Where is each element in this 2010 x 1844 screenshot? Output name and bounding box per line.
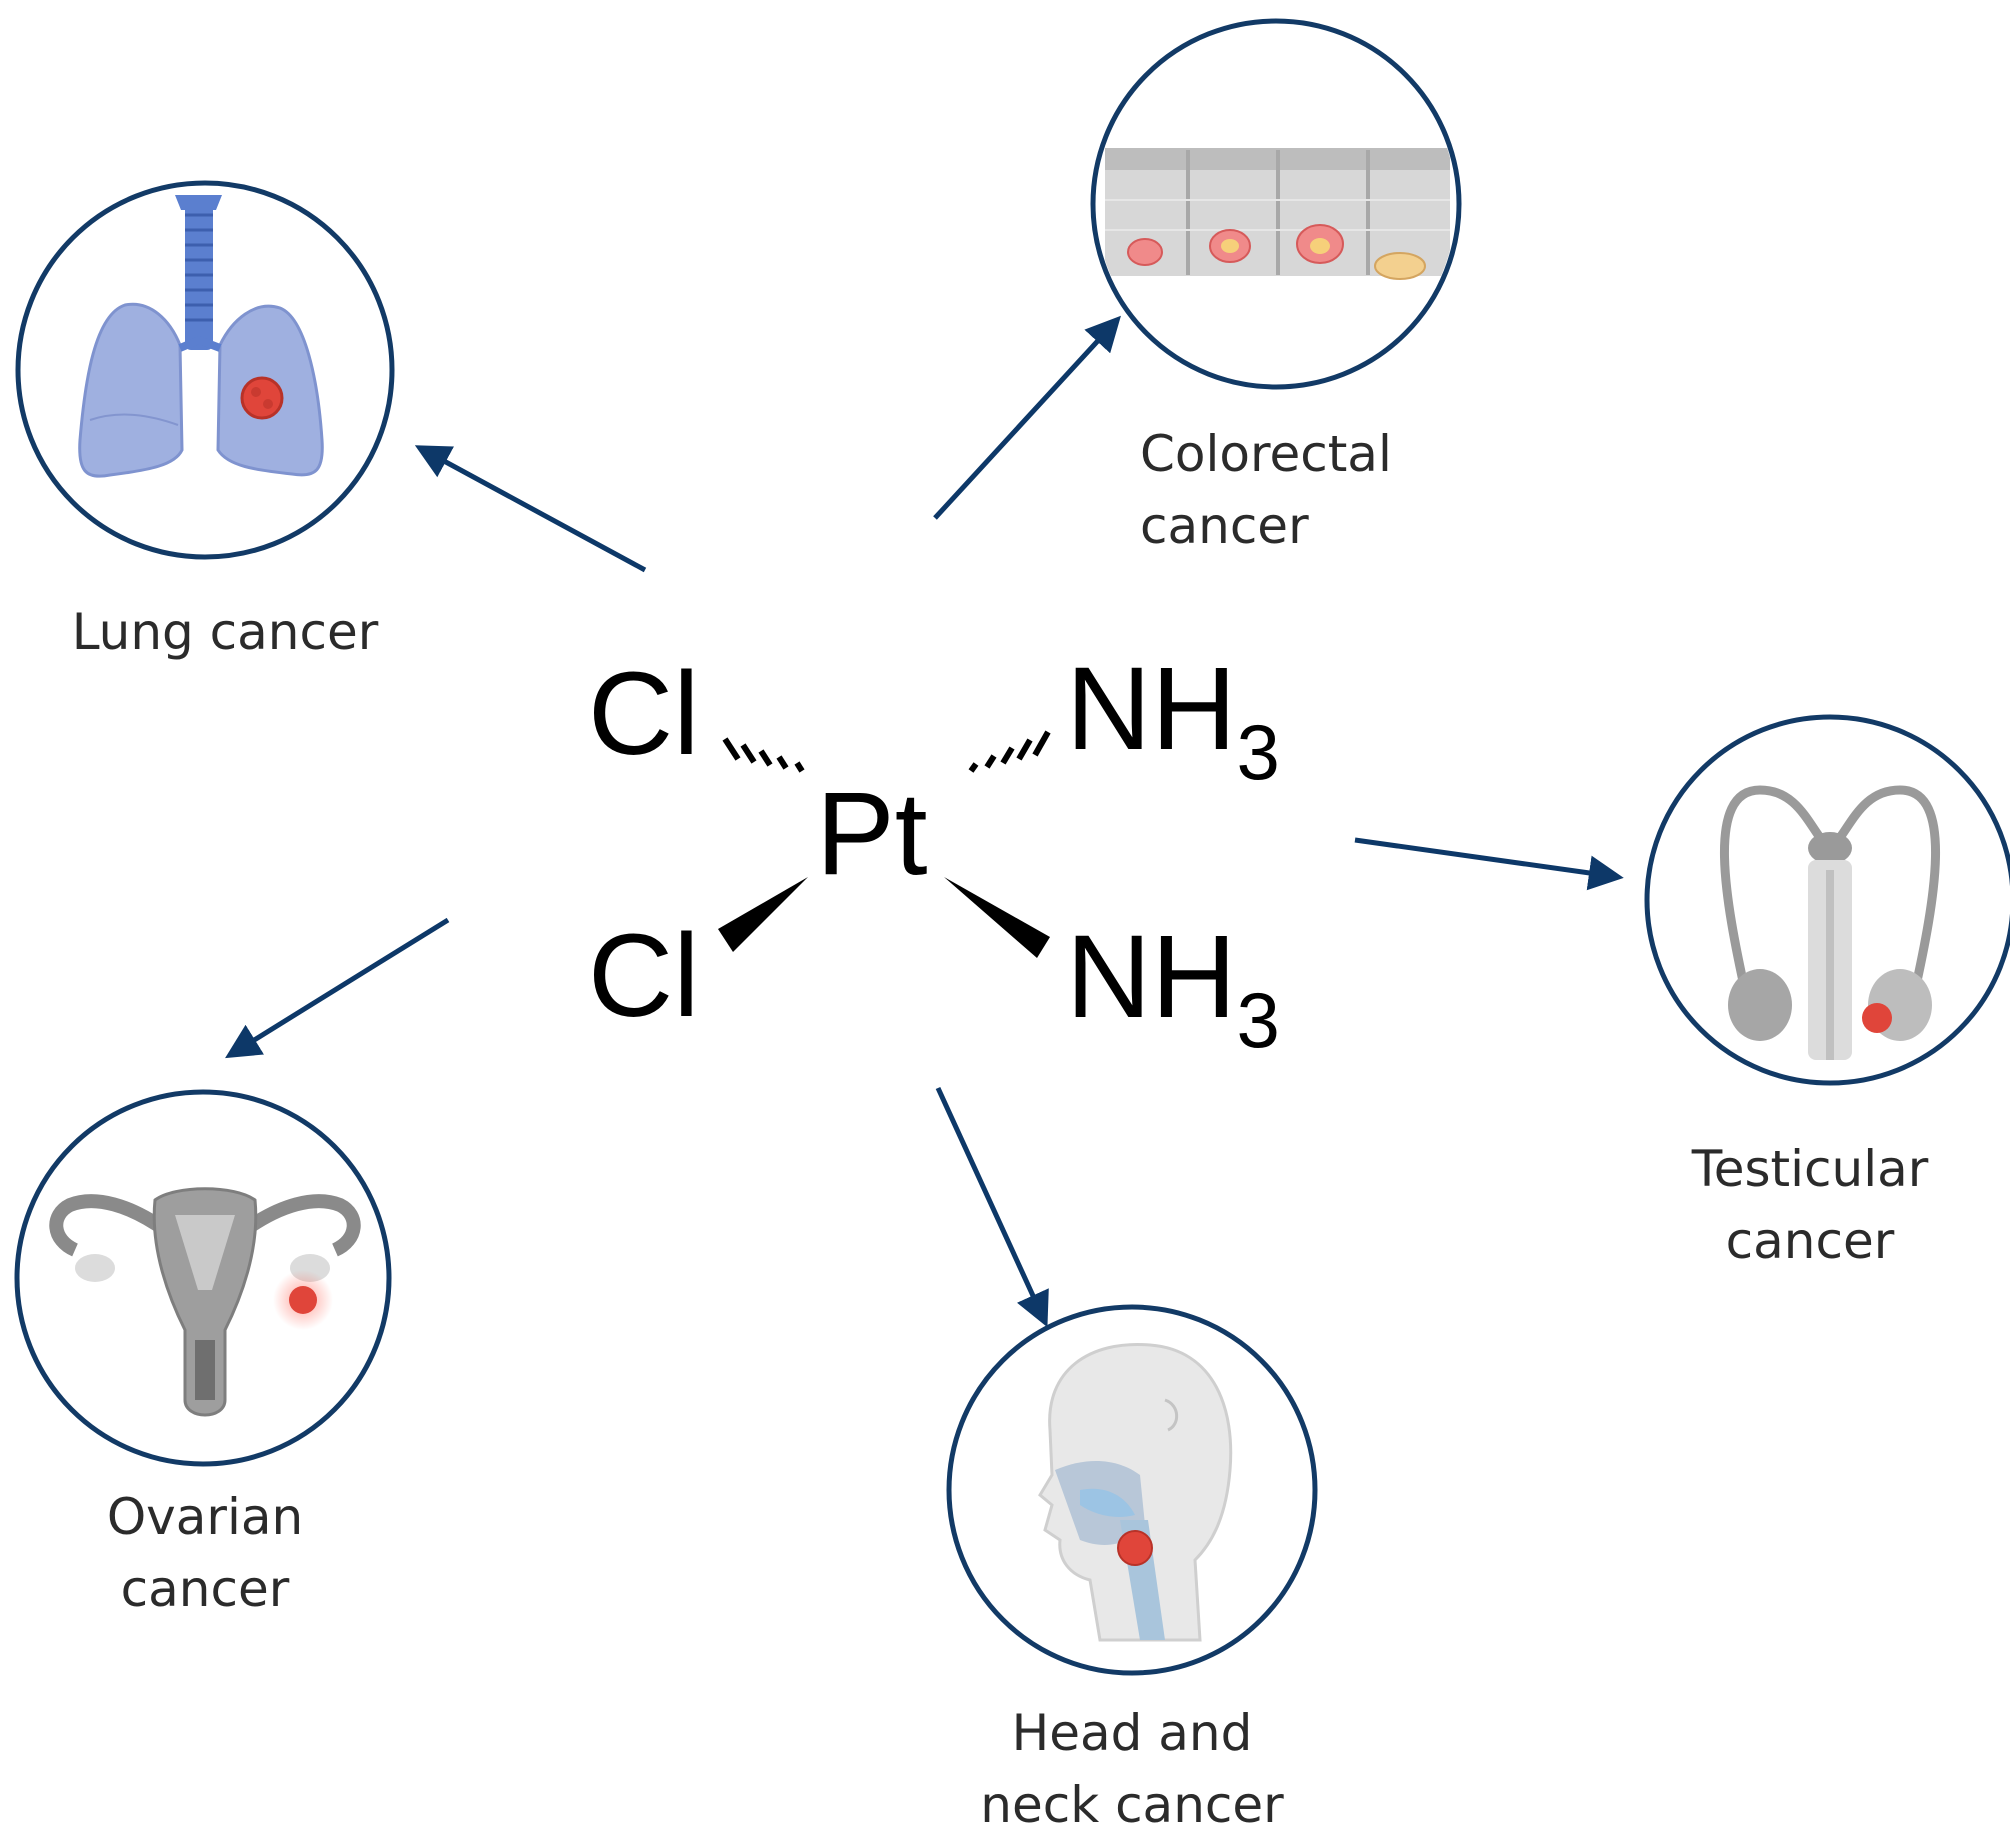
uterus-illustration <box>14 1089 392 1467</box>
arrow-to-ovarian <box>225 917 450 1059</box>
label-colorectal-cancer: Colorectal cancer <box>1140 418 1392 562</box>
ligand-nh3-bottom-sub: 3 <box>1236 976 1280 1064</box>
label-head-neck-line1: Head and <box>1011 1704 1253 1762</box>
label-colorectal-line2: cancer <box>1140 497 1309 555</box>
lung-illustration <box>15 180 395 560</box>
arrow-to-colorectal <box>933 315 1121 520</box>
label-colorectal-line1: Colorectal <box>1140 425 1392 483</box>
label-testicular-cancer: Testicular cancer <box>1610 1133 2010 1277</box>
ligand-nh3-top: NH3 <box>1066 650 1280 791</box>
label-head-neck-cancer: Head and neck cancer <box>932 1697 1332 1841</box>
colon-illustration <box>1090 18 1462 390</box>
label-testicular-line1: Testicular <box>1691 1140 1929 1198</box>
ligand-nh3-bottom: NH3 <box>1066 918 1280 1059</box>
label-lung-cancer: Lung cancer <box>25 596 425 668</box>
arrow-to-testicular <box>1354 837 1624 891</box>
label-head-neck-line2: neck cancer <box>980 1776 1284 1834</box>
ligand-nh3-top-sub: 3 <box>1236 708 1280 796</box>
ligand-nh3-top-main: NH <box>1066 643 1237 775</box>
head-neck-illustration <box>946 1304 1318 1676</box>
wedge-bond-cl-bottom <box>718 877 808 952</box>
arrow-to-lung <box>414 445 647 573</box>
ligand-cl-bottom-text: Cl <box>588 910 700 1042</box>
ligand-cl-top-text: Cl <box>588 648 700 780</box>
ligand-nh3-bottom-main: NH <box>1066 911 1237 1043</box>
label-ovarian-line1: Ovarian <box>106 1488 304 1546</box>
male-reproductive-illustration <box>1644 714 2010 1086</box>
wedge-bond-nh3-bottom <box>944 877 1050 958</box>
label-lung-line1: Lung cancer <box>71 603 379 661</box>
label-ovarian-line2: cancer <box>120 1560 290 1618</box>
hashed-bond-cl-top <box>722 737 805 773</box>
molecule-bonds <box>722 730 1051 773</box>
hashed-bond-nh3-top <box>968 730 1051 773</box>
platinum-center-text: Pt <box>816 768 928 900</box>
arrows <box>225 315 1624 1328</box>
label-testicular-line2: cancer <box>1725 1212 1895 1270</box>
ligand-cl-top: Cl <box>588 655 699 773</box>
ligand-cl-bottom: Cl <box>588 917 699 1035</box>
label-ovarian-cancer: Ovarian cancer <box>5 1481 405 1625</box>
platinum-center: Pt <box>816 775 928 893</box>
arrow-to-head-neck <box>935 1086 1049 1328</box>
